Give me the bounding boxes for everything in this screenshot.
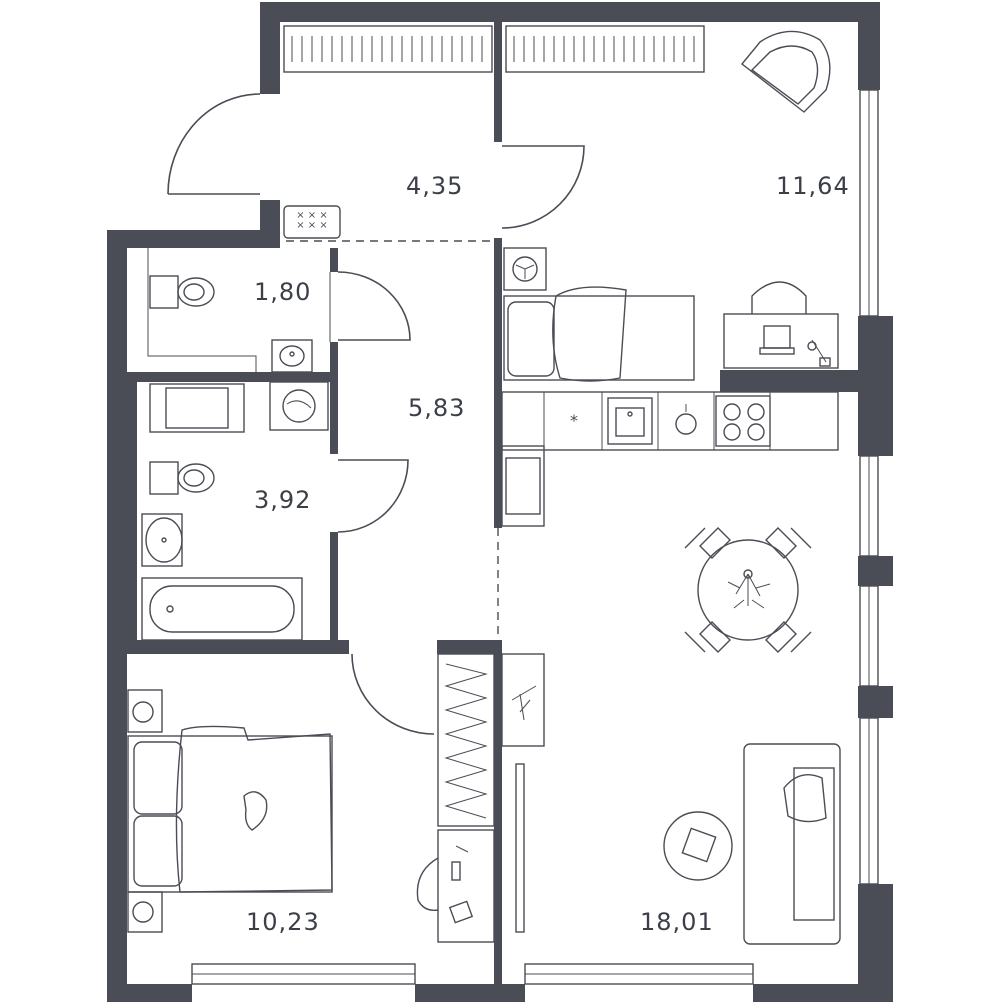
washbasin-icon <box>141 513 183 567</box>
washing-machine-icon <box>149 381 329 433</box>
stove-icon <box>715 395 771 447</box>
bathtub-icon <box>141 577 303 641</box>
desk-icon-2 <box>416 829 495 943</box>
bed-icon-2 <box>127 725 333 893</box>
bed-icon <box>503 286 695 382</box>
svg-text:× × ×: × × × <box>296 210 328 221</box>
sofa-icon <box>743 743 841 945</box>
doormat-icon: × × × × × × <box>283 205 341 239</box>
plant-icon <box>727 569 771 609</box>
toilet-icon-2 <box>149 461 215 495</box>
area-hall: 4,35 <box>406 172 463 200</box>
cat-icon <box>243 791 268 831</box>
desk-icon <box>723 281 839 369</box>
nightstand-icon <box>127 689 163 933</box>
area-bedroom-small: 11,64 <box>776 172 850 200</box>
dining-table-icon <box>684 527 812 653</box>
area-bathroom: 3,92 <box>254 486 311 514</box>
coffee-table-icon <box>663 811 733 881</box>
area-toilet: 1,80 <box>254 278 311 306</box>
fridge-icon <box>501 445 545 527</box>
area-kitchen-living: 18,01 <box>640 908 714 936</box>
svg-text:*: * <box>570 411 578 430</box>
kitchen-counter: * <box>501 391 839 451</box>
walls <box>107 2 893 1002</box>
area-corridor: 5,83 <box>408 394 465 422</box>
sink-icon <box>271 339 313 373</box>
armchair-icon <box>741 30 831 113</box>
inner-lines <box>147 248 331 372</box>
area-labels: 4,35 11,64 1,80 5,83 3,92 10,23 18,01 <box>246 172 850 936</box>
tv-stand-icon <box>501 653 545 933</box>
toilet-icon <box>149 275 215 309</box>
windows <box>191 89 879 985</box>
svg-text:× × ×: × × × <box>296 220 328 231</box>
doors <box>167 93 585 735</box>
fan-icon <box>503 247 547 291</box>
wardrobe-icon <box>283 25 705 73</box>
wardrobe-icon-2 <box>437 653 495 827</box>
area-bedroom: 10,23 <box>246 908 320 936</box>
